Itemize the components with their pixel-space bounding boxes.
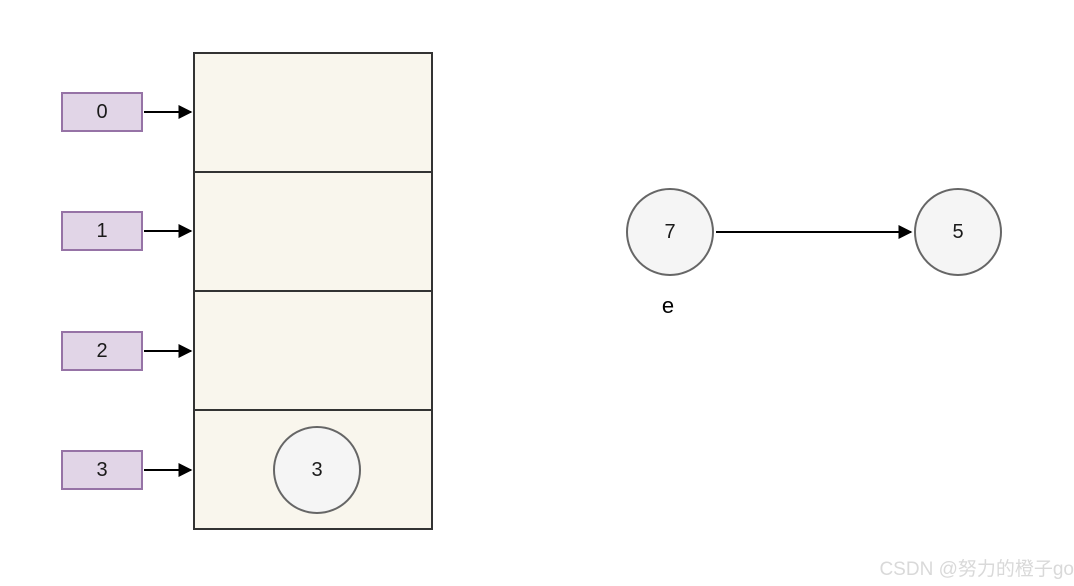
list-node-label: 7: [664, 220, 676, 243]
index-box-2: 2: [61, 331, 143, 371]
index-box-3: 3: [61, 450, 143, 490]
edge-label: e: [661, 293, 675, 318]
index-label: 1: [96, 219, 108, 242]
list-node-5: 5: [914, 188, 1002, 276]
watermark: CSDN @努力的橙子go: [879, 559, 1074, 580]
index-label: 0: [96, 100, 108, 123]
index-label: 3: [96, 458, 108, 481]
bucket-entry-label: 3: [311, 458, 323, 481]
bucket-cell-1: [195, 171, 431, 290]
bucket-cell-2: [195, 290, 431, 409]
bucket-entry-node: 3: [273, 426, 361, 514]
index-box-0: 0: [61, 92, 143, 132]
index-label: 2: [96, 339, 108, 362]
index-box-1: 1: [61, 211, 143, 251]
bucket-cell-3: [195, 409, 431, 528]
list-node-label: 5: [952, 220, 964, 243]
bucket-cell-0: [195, 54, 431, 171]
list-node-7: 7: [626, 188, 714, 276]
